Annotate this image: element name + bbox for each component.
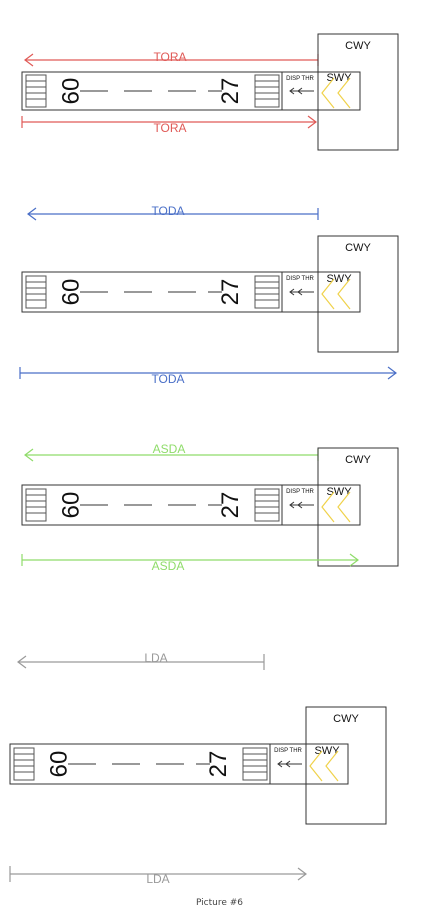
runway-designator-left: 09	[44, 751, 71, 778]
toda-bottom-label: TODA	[151, 372, 184, 386]
stopway-label: SWY	[326, 273, 352, 285]
stopway-chevrons	[321, 77, 351, 109]
lda-top-label: LDA	[144, 651, 167, 665]
stopway-label: SWY	[314, 745, 340, 757]
runway: 09 27 DISP THR SWY	[21, 271, 361, 313]
toda-top-arrow	[27, 207, 319, 221]
panel-tora: TORA CWY 09 27	[21, 33, 399, 151]
displaced-threshold-label: DISP THR	[286, 276, 314, 282]
panel-toda: TODA CWY 09 27 DISP THR	[19, 204, 399, 386]
runway: 09 27 DISP THR SWY	[21, 484, 361, 526]
runway: 09 27 DISP THR SWY	[21, 71, 361, 111]
runway-designator-left: 09	[56, 78, 83, 105]
displaced-threshold-arrows	[289, 288, 314, 296]
displaced-threshold-label: DISP THR	[274, 748, 302, 754]
asda-bottom-label: ASDA	[152, 559, 185, 573]
displaced-threshold-arrows	[289, 501, 314, 509]
displaced-threshold-label: DISP THR	[286, 489, 314, 495]
threshold-bars-right	[242, 747, 268, 781]
displaced-threshold-label: DISP THR	[286, 76, 314, 82]
clearway-label: CWY	[333, 713, 359, 725]
tora-bottom-arrow	[21, 115, 317, 129]
threshold-bars-left	[25, 74, 47, 108]
figure-caption: Picture #6	[195, 898, 244, 908]
stopway-chevrons	[309, 750, 339, 782]
lda-top-arrow	[17, 654, 265, 670]
asda-bottom-arrow	[21, 553, 359, 567]
clearway-label: CWY	[345, 40, 371, 52]
runway: 09 27 DISP THR SWY	[9, 743, 349, 785]
threshold-bars-left	[25, 275, 47, 309]
displaced-threshold-arrows	[289, 87, 314, 95]
clearway-label: CWY	[345, 242, 371, 254]
clearway-label: CWY	[345, 454, 371, 466]
tora-bottom-label: TORA	[153, 121, 186, 135]
lda-bottom-arrow	[9, 866, 307, 882]
tora-top-label: TORA	[153, 50, 186, 64]
threshold-bars-left	[25, 488, 47, 522]
stopway-chevrons	[321, 278, 351, 310]
panel-lda: LDA CWY 09 27 DISP THR	[9, 651, 387, 886]
lda-bottom-label: LDA	[146, 872, 169, 886]
panel-asda: ASDA CWY 09 27 DISP THR	[21, 442, 399, 573]
runway-designator-left: 09	[56, 492, 83, 519]
runway-designator-left: 09	[56, 279, 83, 306]
displaced-threshold-arrows	[277, 760, 302, 768]
threshold-bars-right	[254, 488, 280, 522]
threshold-bars-right	[254, 275, 280, 309]
stopway-label: SWY	[326, 72, 352, 84]
threshold-bars-left	[13, 747, 35, 781]
asda-top-label: ASDA	[153, 442, 186, 456]
stopway-chevrons	[321, 491, 351, 523]
toda-bottom-arrow	[19, 366, 397, 380]
toda-top-label: TODA	[151, 204, 184, 218]
stopway-label: SWY	[326, 486, 352, 498]
threshold-bars-right	[254, 74, 280, 108]
